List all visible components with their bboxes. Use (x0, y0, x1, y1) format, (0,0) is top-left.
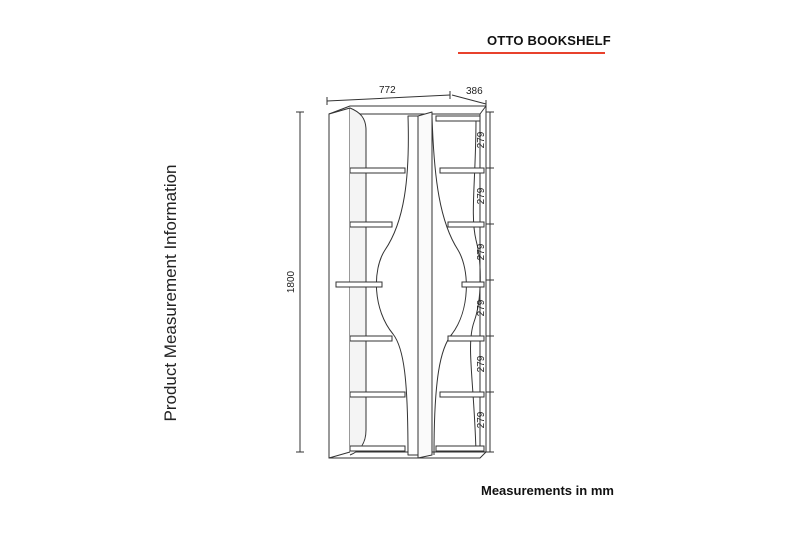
title-underline (458, 52, 605, 54)
shelf-spacing-label: 279 (476, 243, 487, 260)
shelf-spacing-label: 279 (476, 131, 487, 148)
depth-dimension-line (451, 94, 487, 105)
width-dimension-line (326, 94, 451, 102)
height-label: 1800 (286, 270, 297, 293)
shelf-spacing-label: 279 (476, 355, 487, 372)
bookshelf-outline (328, 105, 487, 459)
shelf-spacing-label: 279 (476, 187, 487, 204)
shelf-spacing-label: 279 (476, 299, 487, 316)
depth-label: 386 (466, 86, 483, 97)
units-note: Measurements in mm (481, 483, 614, 498)
product-title: OTTO BOOKSHELF (487, 33, 611, 48)
shelves (335, 115, 485, 452)
width-label: 772 (379, 85, 396, 96)
shelf-spacing-label: 279 (476, 411, 487, 428)
